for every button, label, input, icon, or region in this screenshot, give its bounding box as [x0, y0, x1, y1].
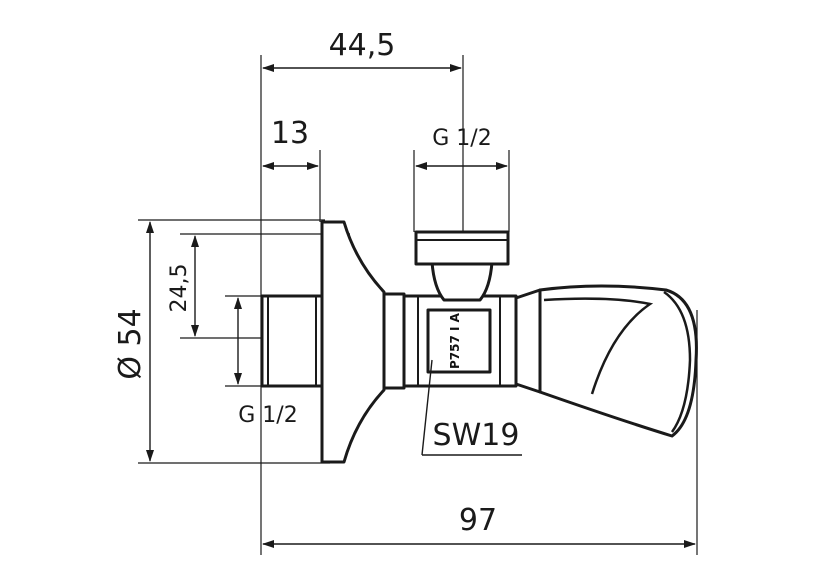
dim-text-top-thread: G 1/2	[432, 126, 491, 151]
dim-text-thread-length: 13	[271, 116, 309, 151]
dim-text-flange-diameter: Ø 54	[113, 308, 148, 379]
dimension-lines	[146, 64, 696, 548]
stem-collar	[514, 288, 542, 394]
dim-text-left-thread: G 1/2	[238, 403, 297, 428]
left-thread-connection	[260, 294, 324, 388]
central-body	[382, 292, 406, 390]
valve-handle	[538, 284, 698, 438]
top-thread-outlet	[414, 230, 510, 266]
dim-text-height-offset: 24,5	[167, 264, 192, 313]
outlet-neck	[430, 260, 494, 302]
wrench-flats	[426, 308, 492, 374]
body-stamp: P757 I A	[448, 312, 462, 369]
dim-text-top-offset: 44,5	[329, 28, 396, 63]
wrench-size-leader	[421, 359, 522, 456]
valve-body	[260, 220, 698, 464]
dim-text-wrench-size: SW19	[433, 418, 520, 453]
dim-text-total-length: 97	[459, 503, 497, 538]
flange-rosette	[320, 220, 386, 464]
